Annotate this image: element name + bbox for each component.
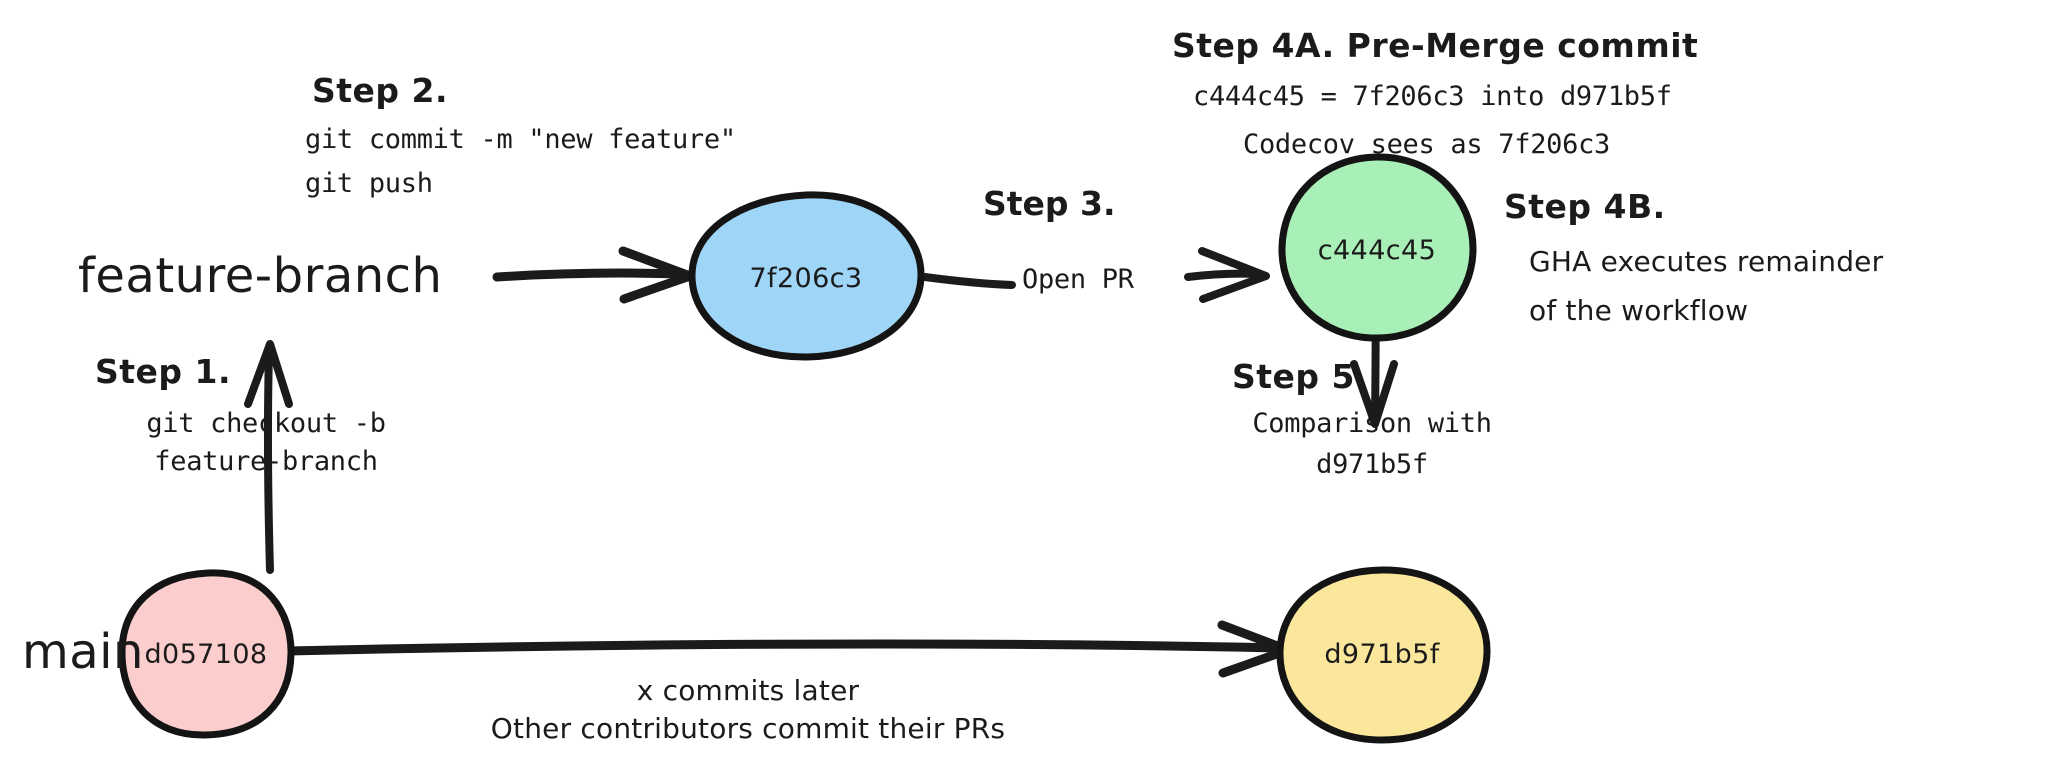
branch-label-main: main [22, 624, 144, 680]
step-4a-annotation: Step 4A. Pre-Merge commit c444c45 = 7f20… [1172, 26, 1698, 160]
arrow-featurebranch-to-7f206c3 [492, 246, 695, 304]
step-5-line-1: Comparison with [1252, 408, 1491, 439]
step-3-line-1: Open PR [1022, 264, 1135, 295]
node-d971b5f-label: d971b5f [1324, 639, 1440, 670]
node-d971b5f-shape [1276, 566, 1491, 744]
node-c444c45[interactable]: c444c45 [1278, 153, 1477, 342]
step-1-line-2: feature-branch [154, 446, 377, 477]
step-1-annotation: Step 1. git checkout -b feature-branch [95, 352, 386, 477]
step-2-line-1: git commit -m "new feature" [305, 124, 736, 155]
step-4b-heading: Step 4B. [1504, 187, 1666, 226]
step-5-line-2: d971b5f [1316, 449, 1428, 480]
step-1-line-1: git checkout -b [146, 408, 385, 439]
node-c444c45-label: c444c45 [1318, 235, 1436, 266]
step-2-heading: Step 2. [312, 71, 448, 110]
step-2-annotation: Step 2. git commit -m "new feature" git … [305, 71, 736, 199]
step-5-heading: Step 5 [1232, 357, 1355, 396]
node-d057108[interactable]: d057108 [118, 569, 295, 739]
step-3-annotation: Step 3. Open PR [983, 184, 1135, 295]
step-4b-annotation: Step 4B. GHA executes remainder of the w… [1504, 187, 1884, 327]
node-d057108-label: d057108 [144, 639, 267, 670]
step-4b-line-1: GHA executes remainder [1529, 245, 1884, 278]
branch-label-feature-branch: feature-branch [78, 248, 442, 304]
step-2-line-2: git push [305, 168, 433, 199]
node-7f206c3-shape [688, 191, 925, 361]
step-3-heading: Step 3. [983, 184, 1116, 223]
arrow-d057108-to-featurebranch [244, 340, 293, 574]
main-progression-line-1: x commits later [637, 674, 860, 707]
node-7f206c3-label: 7f206c3 [749, 263, 862, 294]
node-d057108-shape [118, 569, 295, 739]
main-progression-label: x commits later Other contributors commi… [491, 674, 1005, 745]
node-7f206c3[interactable]: 7f206c3 [688, 191, 925, 361]
step-5-annotation: Step 5 Comparison with d971b5f [1232, 357, 1492, 480]
step-4a-line-2: Codecov sees as 7f206c3 [1243, 129, 1610, 160]
arrow-7f206c3-to-c444c45 [921, 247, 1270, 303]
step-1-heading: Step 1. [95, 352, 231, 391]
node-c444c45-shape [1278, 153, 1477, 342]
node-d971b5f[interactable]: d971b5f [1276, 566, 1491, 744]
arrow-d057108-to-d971b5f [283, 620, 1293, 678]
step-4b-line-2: of the workflow [1529, 294, 1748, 327]
step-4a-line-1: c444c45 = 7f206c3 into d971b5f [1193, 81, 1672, 112]
step-4a-heading: Step 4A. Pre-Merge commit [1172, 26, 1698, 65]
main-progression-line-2: Other contributors commit their PRs [491, 712, 1005, 745]
